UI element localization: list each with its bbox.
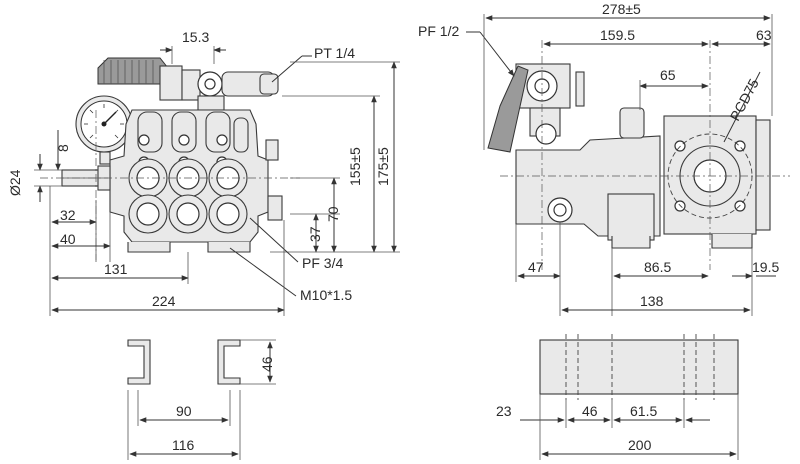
side-body xyxy=(515,107,771,249)
label-m10: M10*1.5 xyxy=(300,287,352,303)
side-unloader xyxy=(487,63,585,153)
label-pf-3-4: PF 3/4 xyxy=(302,255,343,271)
dim-90: 90 xyxy=(176,403,192,419)
base-plate-view: 23 46 61.5 200 xyxy=(496,334,739,460)
dim-159-5: 159.5 xyxy=(600,27,635,43)
dim-200: 200 xyxy=(628,437,652,453)
dim-40: 40 xyxy=(60,231,76,247)
pump-head xyxy=(109,109,283,253)
dim-61-5: 61.5 xyxy=(630,403,657,419)
dim-131: 131 xyxy=(104,261,128,277)
dim-37: 37 xyxy=(307,226,323,242)
dim-224: 224 xyxy=(152,293,176,309)
label-pcd75: PCD75 xyxy=(727,76,762,124)
dim-175: 175±5 xyxy=(375,147,391,186)
front-view: 15.3 PT 1/4 155±5 175±5 70 37 8 Ø24 xyxy=(7,29,400,316)
label-pf-1-2: PF 1/2 xyxy=(418,23,459,39)
dim-47: 47 xyxy=(528,259,544,275)
bracket-view: 46 90 116 xyxy=(127,339,276,460)
side-view: PF 1/2 278±5 159.5 63 65 PCD75 47 86.5 xyxy=(418,1,790,316)
dim-86-5: 86.5 xyxy=(644,259,671,275)
dim-19-5: 19.5 xyxy=(752,259,779,275)
label-pt-1-4: PT 1/4 xyxy=(314,45,355,61)
dim-23: 23 xyxy=(496,403,512,419)
dim-138: 138 xyxy=(640,293,664,309)
crank-shaft xyxy=(61,165,111,191)
dim-46-base: 46 xyxy=(582,403,598,419)
dim-65: 65 xyxy=(660,67,676,83)
dim-155: 155±5 xyxy=(347,147,363,186)
dim-8: 8 xyxy=(55,144,71,152)
dim-46-bracket: 46 xyxy=(259,356,275,372)
dim-dia-24: Ø24 xyxy=(7,169,23,196)
dim-70: 70 xyxy=(325,206,341,222)
dim-32: 32 xyxy=(60,207,76,223)
dim-15-3: 15.3 xyxy=(182,29,209,45)
dim-63: 63 xyxy=(756,27,772,43)
dim-278: 278±5 xyxy=(602,1,641,17)
unloader-cylinder xyxy=(97,57,279,111)
dim-116: 116 xyxy=(172,437,195,453)
pressure-gauge xyxy=(75,95,133,165)
